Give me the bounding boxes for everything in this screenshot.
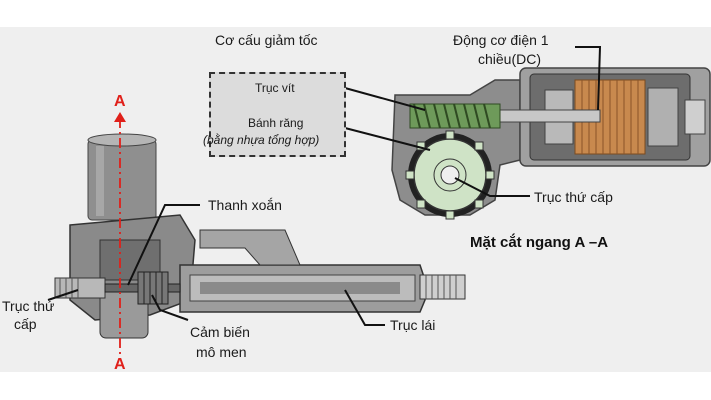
- label-steering-shaft: Trục lái: [390, 317, 436, 333]
- label-torque-sensor-line1: Cảm biến: [190, 324, 250, 340]
- leader-torque-sensor: [151, 294, 189, 321]
- label-torsion-bar: Thanh xoắn: [208, 197, 282, 213]
- mounting-bracket: [199, 229, 301, 266]
- leader-secondary-shaft: [454, 177, 530, 197]
- leader-steering-shaft: [344, 289, 385, 326]
- worm-wheel: [405, 130, 495, 220]
- label-gear-line1: Bánh răng: [248, 116, 304, 130]
- leader-motor: [575, 46, 602, 111]
- section-mark-bottom: A: [114, 356, 126, 373]
- label-dc-motor-line1: Động cơ điện 1: [453, 32, 549, 48]
- label-secondary-shaft-left-line1: Trục thứ: [2, 298, 55, 314]
- leader-left-shaft: [47, 289, 79, 301]
- leader-worm: [344, 87, 426, 111]
- label-secondary-shaft-right: Trục thứ cấp: [534, 189, 613, 205]
- label-reduction-mechanism: Cơ cấu giảm tốc: [215, 32, 318, 48]
- worm-gear: [409, 103, 501, 129]
- leader-gear: [344, 127, 431, 151]
- section-mark-top: A: [114, 93, 126, 110]
- label-dc-motor-line2: chiều(DC): [478, 51, 542, 67]
- label-gear-line2: (bằng nhựa tổng hợp): [203, 133, 320, 147]
- spline-end: [419, 274, 466, 300]
- leader-lines: [47, 46, 602, 326]
- label-secondary-shaft-left-line2: cấp: [14, 316, 37, 332]
- section-arrow-top: [114, 112, 126, 122]
- label-cross-section: Mặt cắt ngang A –A: [470, 234, 609, 251]
- cross-section-assembly: [391, 67, 711, 220]
- torque-sensor-coils: [137, 271, 169, 305]
- label-worm-shaft: Trục vít: [255, 81, 295, 95]
- steering-column-assembly: [54, 133, 466, 339]
- label-torque-sensor-line2: mô men: [196, 344, 247, 360]
- leader-torsion-bar: [127, 204, 200, 286]
- worm-gear-callout-box: [209, 72, 346, 157]
